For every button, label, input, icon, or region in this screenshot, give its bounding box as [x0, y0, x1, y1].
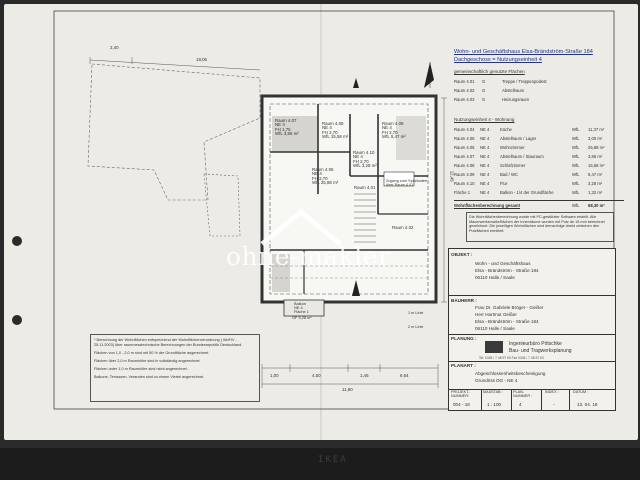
bauherr-line: Frau Dr. Gabriele Bröger - Geißer [475, 305, 544, 310]
planung-line: Ingenieurbüro Pötschke [509, 341, 562, 347]
table-surface [0, 448, 640, 480]
room-label-4-01: Raum 4.01 [354, 185, 376, 190]
planung-label: PLANUNG : [451, 336, 477, 341]
bauherr-label: BAUHERR : [451, 298, 477, 303]
dimension-label: 4,50 [312, 373, 321, 378]
plan-number: 4 [519, 402, 522, 407]
balcony-area-label: GF 5,28 m² [292, 315, 312, 320]
bauherr-line: 06110 Halle / Saale [475, 326, 515, 331]
footer-header: DATUM : [573, 390, 589, 394]
wofiv-note: * Berechnung der Wohnflächen entsprechen… [90, 334, 260, 402]
wofiv-note-line: Balkone, Terrassen, Veranden sind zu ein… [94, 374, 205, 379]
scale-value: 1 : 100 [487, 402, 502, 407]
planung-contact: Tel. 0345 / 7 48 97 60 Fax 0345 / 7 48 9… [479, 356, 544, 360]
line-label-2m: 2 m Linie [408, 325, 424, 329]
room-label-4-02: Raum 4.02 [392, 225, 414, 230]
date-value: 13. 04. 18 [577, 402, 598, 407]
dimension-label: 1,00 [270, 373, 279, 378]
wofiv-note-line: Flächen von 1,0 - 2,0 m sind mit 50 % de… [94, 350, 210, 355]
title-block: OBJEKT : Wohn - und Geschäftshaus Elsa -… [448, 248, 616, 411]
header-subtitle: Dachgeschoss = Nutzungseinheit 4 [454, 57, 542, 63]
watermark-text: ohne-makler [226, 242, 391, 271]
planung-line: Bau- und Tragwerksplanung [509, 348, 572, 354]
objekt-label: OBJEKT : [451, 252, 473, 257]
planart-line: Abgeschlossenheitsbescheinigung [475, 371, 546, 376]
objekt-line: Wohn - und Geschäftshaus [475, 261, 531, 266]
footer-header: PROJEKT-NUMMER: [451, 390, 470, 399]
dimension-label: 6,64 [400, 373, 409, 378]
planart-label: PLANART : [451, 363, 476, 368]
house-watermark-icon [260, 208, 342, 246]
total-divider [454, 200, 624, 201]
divider [449, 389, 615, 390]
divider [449, 334, 615, 335]
common-heading: gemeinschaftlich genutzte Flächen [454, 69, 525, 74]
calculation-note: Die Wohnflächenberechnung wurde mit PC-g… [466, 212, 614, 242]
unit-heading: Nutzungseinheit 4 - Wohnung [454, 117, 515, 122]
index-value: - [553, 402, 555, 407]
objekt-line: Elsa - Brändström - Straße 184 [475, 268, 539, 273]
bauherr-line: Elsa - Brändström - Straße 184 [475, 319, 539, 324]
footer-header: MAßSTAB : [483, 390, 503, 394]
bauherr-line: Herr Hartmut Geißer [475, 312, 517, 317]
wofiv-note-intro: * Berechnung der Wohnflächen entsprechen… [94, 338, 243, 347]
dimension-label: 2,40 [110, 45, 119, 50]
divider [449, 295, 615, 296]
floor-plan-drawing [53, 10, 615, 410]
divider [449, 361, 615, 362]
planner-logo [485, 341, 503, 353]
dimension-label: 18,06 [196, 57, 207, 62]
header-title: Wohn- und Geschäftshaus Elsa-Brändström-… [454, 49, 593, 55]
punch-hole [12, 236, 22, 246]
wofiv-note-line: Flächen unter 1,0 m Raumhöhe sind nicht … [94, 366, 188, 371]
footer-header: PLAN-NUMMER : [513, 390, 533, 399]
wofiv-note-line: Flächen über 2,0 m Raumhöhe sind in voll… [94, 358, 201, 363]
dimension-label: 11,90 [342, 387, 353, 392]
project-number: 004 - 18 [453, 402, 470, 407]
title-block-footer: PROJEKT-NUMMER: MAßSTAB : PLAN-NUMMER : … [449, 389, 615, 410]
footer-header: INDEX : [545, 390, 559, 394]
floor-logo: IKEA [318, 455, 348, 465]
planart-line: Grundriss DG - NE 4 [475, 378, 518, 383]
dimension-label: 1,46 [360, 373, 369, 378]
line-label-1m: 1 m Linie [408, 311, 424, 315]
punch-hole [12, 315, 22, 325]
objekt-line: 06110 Halle / Saale [475, 275, 515, 280]
